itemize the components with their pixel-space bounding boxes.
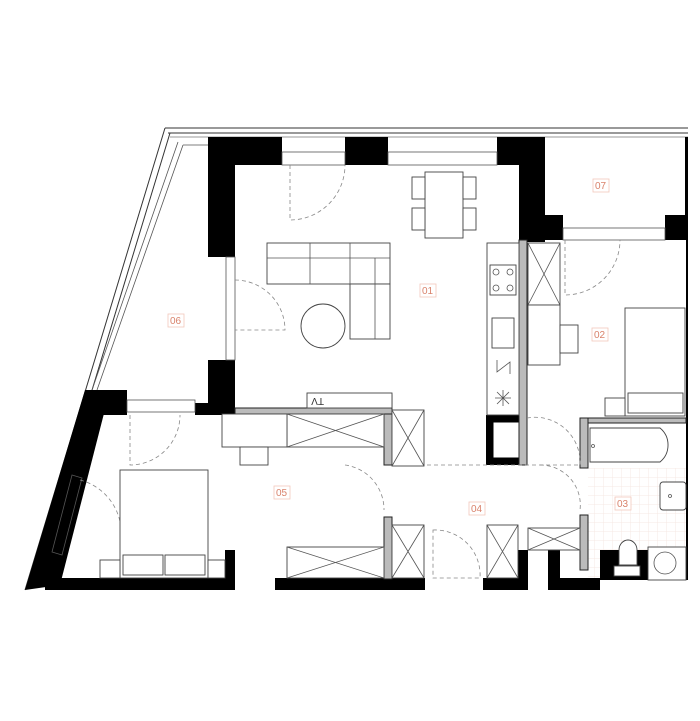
coffee-table — [300, 303, 346, 349]
room-label-01: 01 — [419, 283, 437, 298]
svg-text:04: 04 — [471, 504, 483, 515]
tv-label: TV — [311, 395, 324, 406]
svg-text:05: 05 — [276, 488, 288, 499]
dining-table — [411, 171, 477, 239]
svg-text:06: 06 — [170, 316, 182, 327]
kitchen-counter — [486, 242, 520, 416]
tv-unit: TV — [306, 392, 393, 409]
svg-text:03: 03 — [617, 499, 629, 510]
room-label-05: 05 — [273, 485, 291, 500]
svg-text:07: 07 — [595, 181, 607, 192]
room-label-07: 07 — [592, 178, 610, 193]
bed-room-02 — [604, 307, 686, 417]
svg-text:02: 02 — [594, 330, 606, 341]
room-label-04: 04 — [468, 501, 486, 516]
wardrobes — [286, 242, 581, 579]
top-balcony-railing — [165, 127, 688, 138]
desk — [527, 304, 579, 366]
windows — [51, 151, 666, 556]
room-label-03: 03 — [614, 496, 632, 511]
room-label-06: 06 — [167, 313, 185, 328]
room-label-02: 02 — [591, 327, 609, 342]
walls — [25, 137, 688, 590]
svg-text:01: 01 — [422, 286, 434, 297]
bed-room-05 — [99, 469, 226, 579]
desk-room-05 — [221, 413, 288, 466]
sofa — [266, 242, 391, 340]
bathroom-fixtures — [589, 427, 687, 581]
